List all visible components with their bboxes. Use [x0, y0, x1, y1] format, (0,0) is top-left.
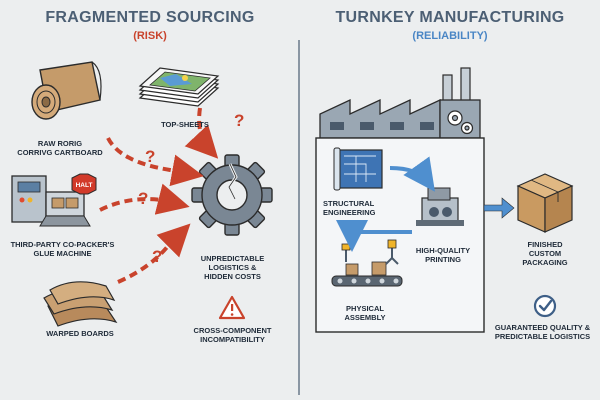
label-assembly: PHYSICAL ASSEMBLY	[344, 304, 386, 322]
printing-press-icon	[416, 187, 464, 226]
label-raw-board: RAW RORIG CORRIVG CARTBOARD	[17, 139, 103, 157]
assembly-line-icon	[331, 239, 403, 287]
question-mark-1: ?	[145, 147, 155, 166]
right-title: TURNKEY MANUFACTURING	[335, 9, 565, 26]
factory-roof	[319, 67, 481, 139]
glue-machine-icon	[11, 175, 91, 227]
red-arrows	[99, 107, 219, 284]
label-glue-machine: THIRD-PARTY CO-PACKER'S GLUE MACHINE	[10, 240, 115, 258]
left-title: FRAGMENTED SOURCING	[45, 9, 255, 26]
label-guarantee: GUARANTEED QUALITY & PREDICTABLE LOGISTI…	[494, 323, 591, 341]
center-divider	[298, 40, 300, 395]
question-marks: ? ? ? ?	[138, 111, 244, 266]
label-top-sheets: TOP-SHEETS	[161, 120, 209, 129]
label-structural: STRUCTURAL ENGINEERING	[323, 199, 376, 217]
question-mark-2: ?	[234, 111, 244, 130]
left-subtitle: (RISK)	[133, 30, 167, 42]
label-printing: HIGH-QUALITY PRINTING	[415, 246, 471, 264]
label-logistics: UNPREDICTABLE LOGISTICS & HIDDEN COSTS	[200, 254, 265, 281]
broken-gear-icon	[191, 154, 273, 236]
label-finished: FINISHED CUSTOM PACKAGING	[522, 240, 568, 267]
output-arrow	[483, 197, 515, 219]
check-circle-icon	[533, 294, 557, 318]
question-mark-3: ?	[138, 189, 148, 208]
blue-arrows	[336, 156, 435, 252]
label-incompat: CROSS-COMPONENT INCOMPATIBILITY	[193, 326, 272, 344]
warped-boards-icon	[43, 281, 118, 327]
label-warped-boards: WARPED BOARDS	[46, 329, 114, 338]
right-subtitle: (RELIABILITY)	[412, 30, 488, 42]
question-mark-4: ?	[152, 247, 162, 266]
finished-box-icon	[516, 173, 574, 233]
warning-icon	[218, 295, 246, 320]
factory-gears-icon	[447, 110, 474, 135]
halt-sign-text: HALT	[76, 182, 93, 189]
halt-sign-icon: HALT	[71, 173, 97, 195]
blueprint-icon	[333, 147, 383, 191]
top-sheets-icon	[138, 67, 220, 107]
cardboard-roll-icon	[31, 61, 102, 120]
